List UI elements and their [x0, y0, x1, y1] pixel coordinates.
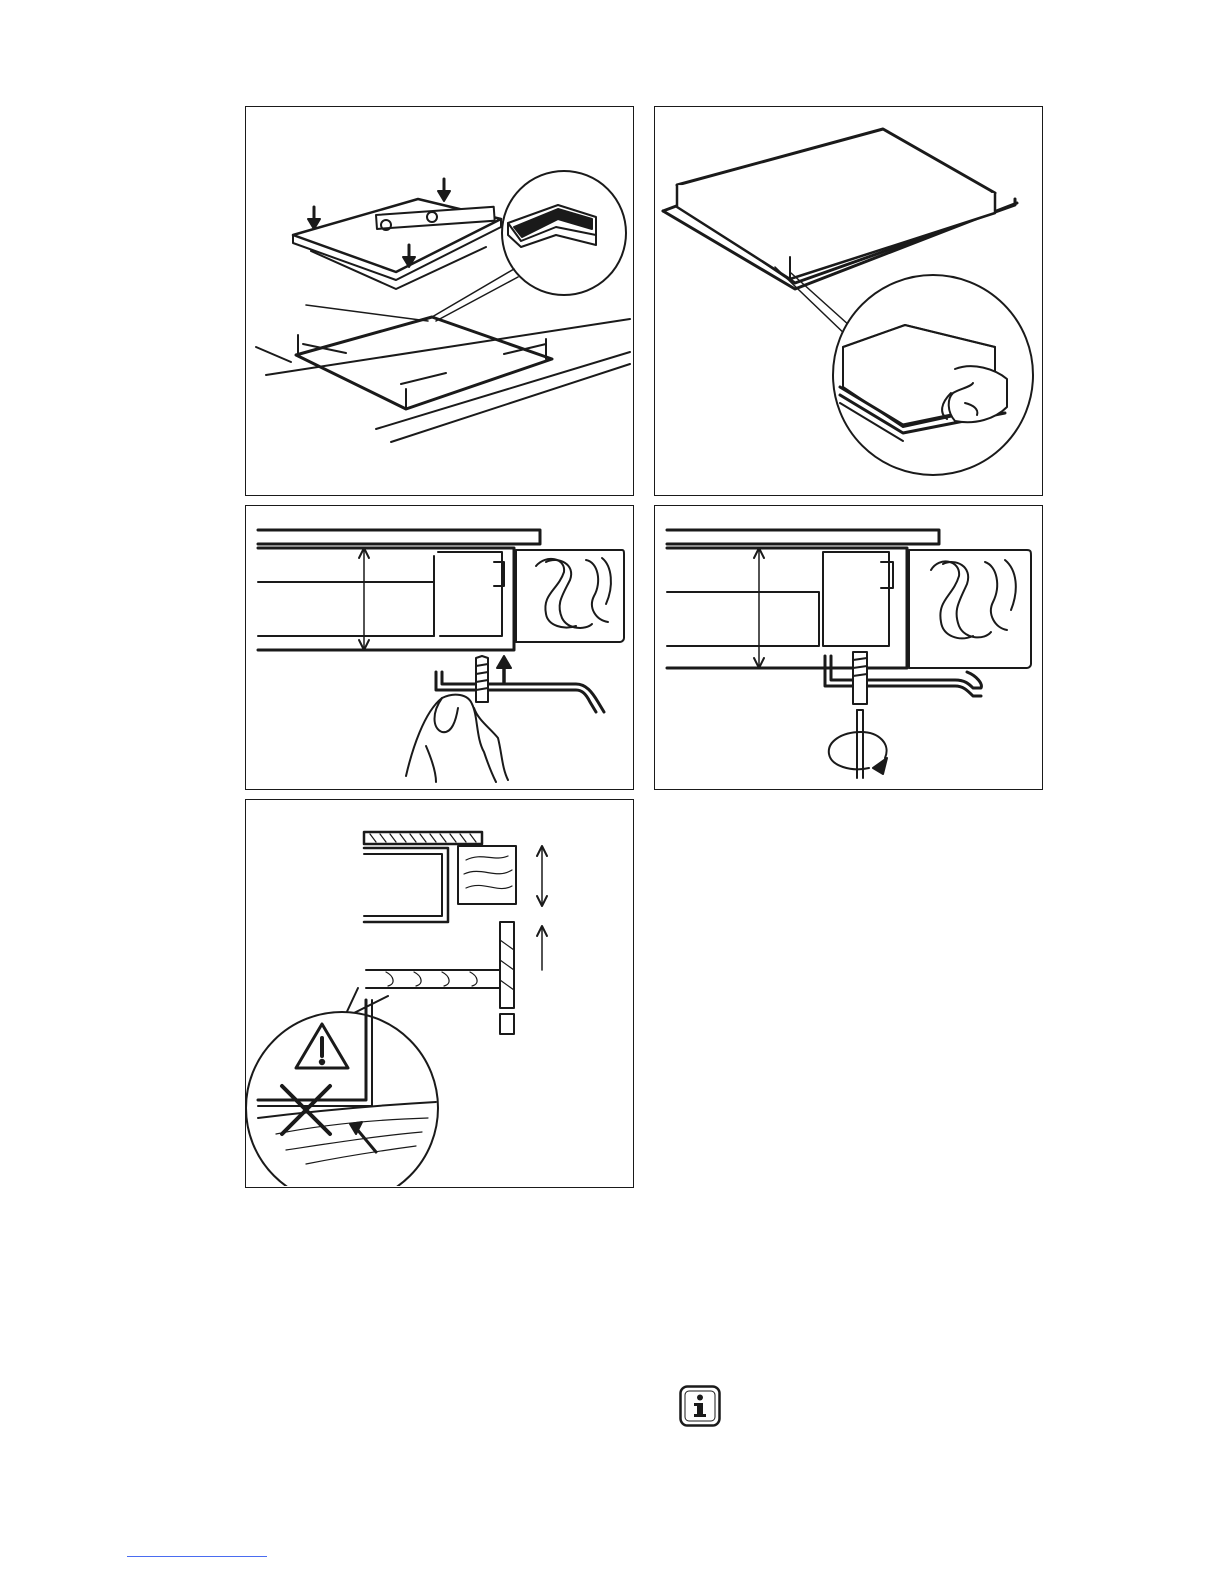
- info-icon-graphic: [679, 1385, 721, 1427]
- footer-rule: [127, 1556, 267, 1557]
- figure-hob-level-seal: [245, 106, 634, 496]
- worktop-gap-warning-icon: [246, 800, 632, 1186]
- figure-bracket-insert: [245, 505, 634, 790]
- info-icon: [679, 1385, 721, 1427]
- figure-hob-gasket-press: [654, 106, 1043, 496]
- figure-bracket-screw-tighten: [654, 505, 1043, 790]
- bracket-screw-tighten-icon: [655, 506, 1041, 788]
- hob-level-seal-icon: [246, 107, 632, 494]
- hob-gasket-press-icon: [655, 107, 1041, 494]
- figure-worktop-gap-warning: [245, 799, 634, 1188]
- bracket-insert-icon: [246, 506, 632, 788]
